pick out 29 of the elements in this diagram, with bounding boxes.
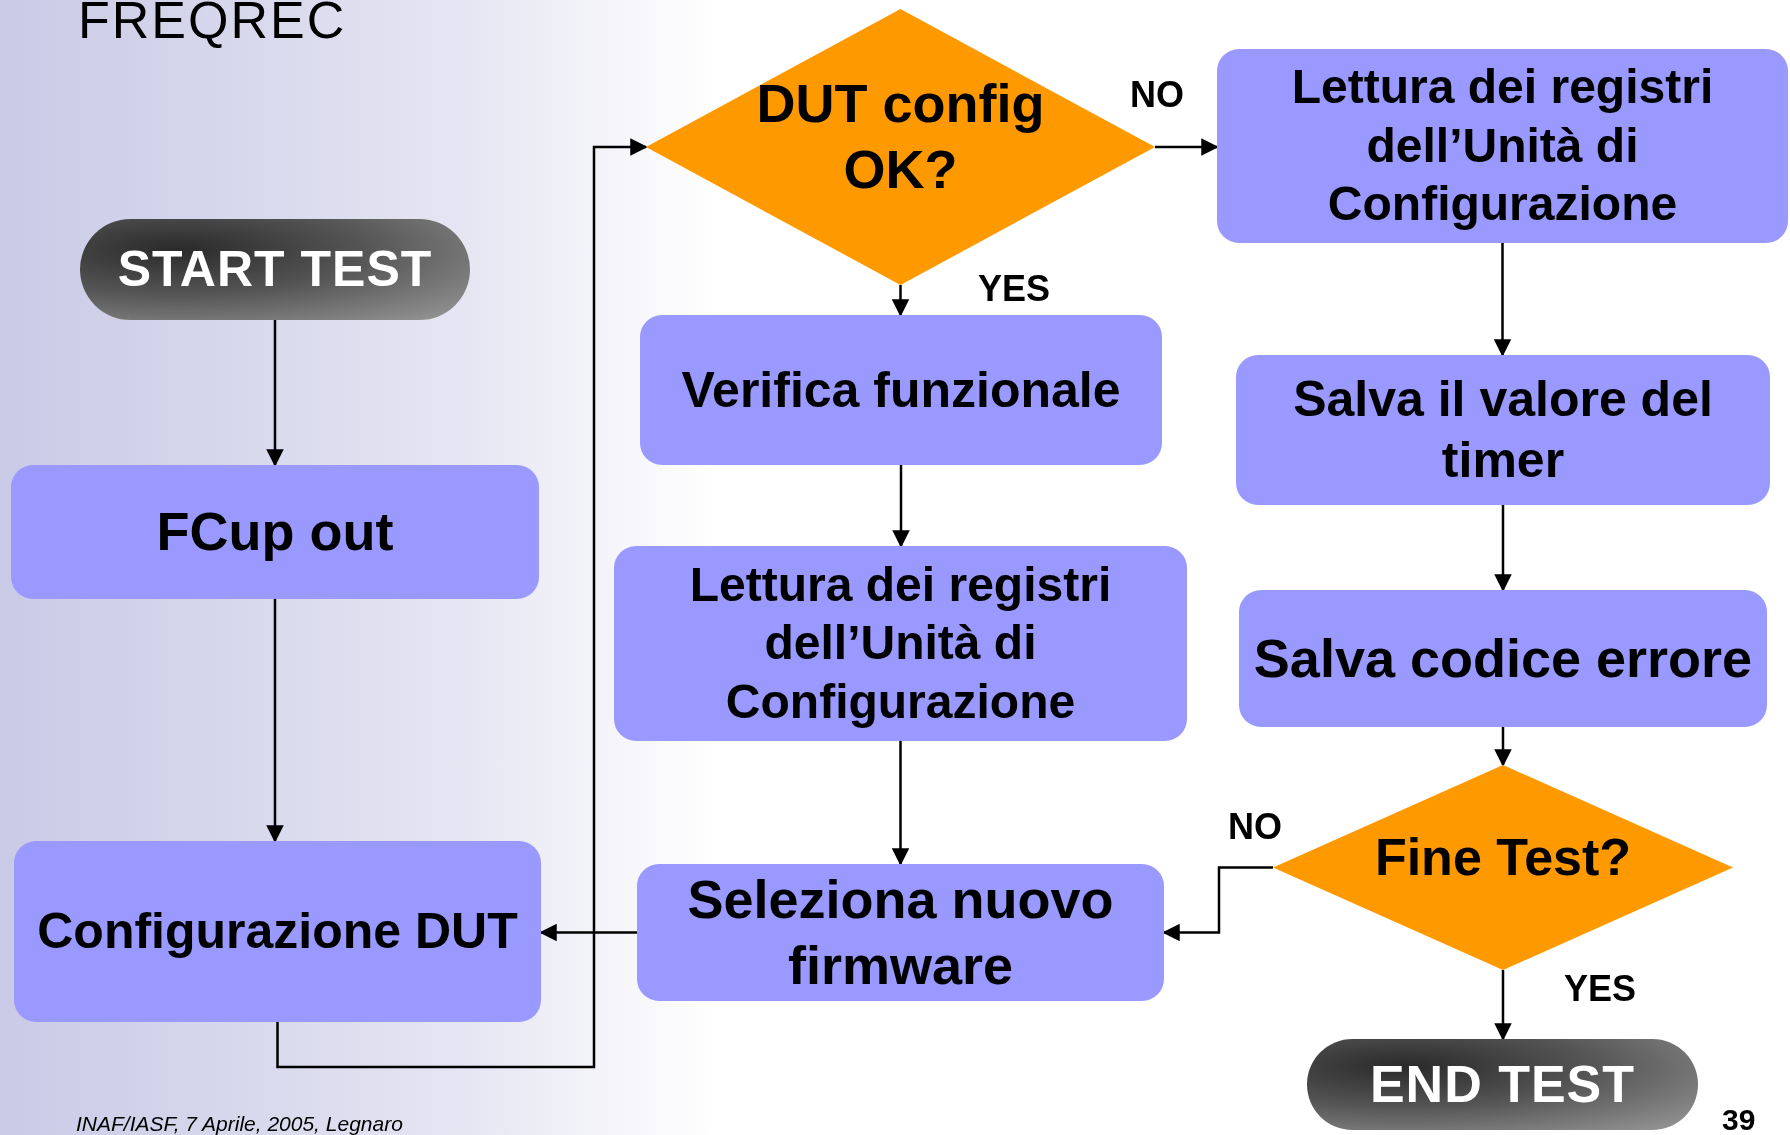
connector-arrow — [1162, 866, 1273, 942]
connector-arrow — [266, 320, 284, 467]
edge-label: YES — [1564, 968, 1637, 1010]
process-box: FCup out — [11, 465, 539, 599]
process-box: Seleziona nuovo firmware — [637, 864, 1164, 1001]
connector-arrow — [266, 599, 284, 843]
edge-label: NO — [1130, 74, 1184, 116]
connector-arrow — [1155, 138, 1219, 156]
connector-arrow — [539, 923, 637, 942]
connector-arrow — [891, 285, 910, 317]
connector-arrow — [891, 741, 910, 866]
terminal-pill: START TEST — [80, 219, 470, 320]
connector-arrow — [276, 138, 648, 1069]
slide-title: FREQREC — [78, 0, 347, 46]
connector-arrow — [892, 465, 910, 548]
process-box: Verifica funzionale — [640, 315, 1162, 465]
connector-arrow — [1494, 970, 1512, 1041]
edge-label: YES — [978, 268, 1051, 310]
footer-text: INAF/IASF, 7 Aprile, 2005, Legnaro — [76, 1112, 403, 1135]
process-box: Lettura dei registri dell’Unità di Configurazione — [614, 546, 1187, 741]
connector-arrow — [1494, 505, 1512, 592]
process-box: Configurazione DUT — [14, 841, 541, 1022]
connector-arrow — [1494, 727, 1512, 767]
page-number: 39 — [1722, 1103, 1756, 1135]
process-box: Salva codice errore — [1239, 590, 1767, 727]
connector-arrow — [1493, 243, 1512, 357]
process-box: Lettura dei registri dell’Unità di Configurazione — [1217, 49, 1788, 243]
process-box: Salva il valore del timer — [1236, 355, 1770, 505]
terminal-pill: END TEST — [1307, 1039, 1698, 1130]
